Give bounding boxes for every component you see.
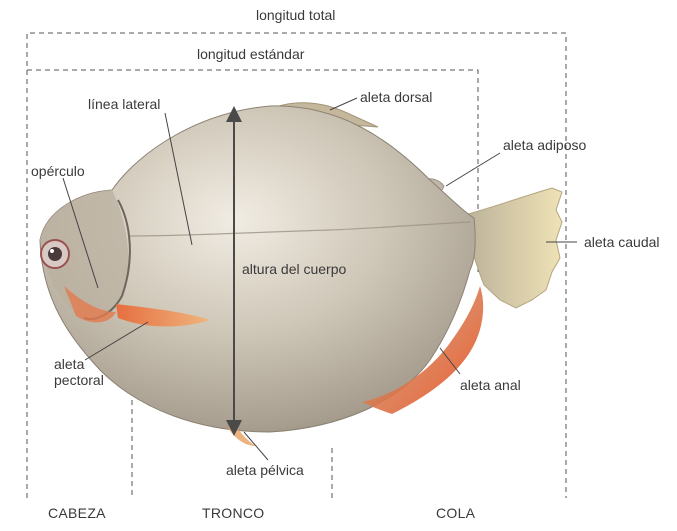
section-head-label: CABEZA: [48, 505, 106, 521]
anal-fin-label: aleta anal: [460, 377, 521, 393]
section-trunk-label: TRONCO: [202, 505, 264, 521]
eye-pupil: [48, 247, 62, 261]
standard-length-label: longitud estándar: [197, 46, 304, 62]
lateral-line-label: línea lateral: [88, 96, 160, 112]
dorsal-fin-label: aleta dorsal: [360, 89, 432, 105]
adipose-fin-label: aleta adiposo: [503, 137, 586, 153]
total-length-label: longitud total: [256, 7, 335, 23]
pelvic-fin-label: aleta pélvica: [226, 462, 304, 478]
section-tail-label: COLA: [436, 505, 475, 521]
pectoral-fin-label-line2: pectoral: [54, 372, 104, 388]
pectoral-fin-label-line1: aleta: [54, 356, 84, 372]
operculum-label: opérculo: [31, 163, 85, 179]
caudal-fin-label: aleta caudal: [584, 234, 660, 250]
body-height-label: altura del cuerpo: [242, 261, 346, 277]
